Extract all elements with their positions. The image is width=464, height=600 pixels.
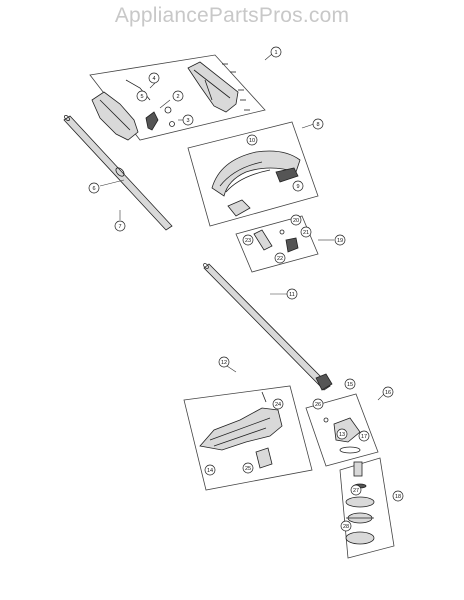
spool-housing — [345, 531, 375, 545]
guard-clamp — [227, 199, 251, 217]
coupler-sleeve — [253, 229, 273, 251]
handle-left-detail — [99, 99, 131, 131]
guard-group — [187, 121, 319, 227]
callout-6: 6 — [88, 182, 100, 194]
callout-bubbles: 1 4 5 2 3 6 7 8 10 9 20 21 22 23 19 11 1… — [88, 46, 404, 532]
callout-27: 27 — [350, 484, 362, 496]
callout-19: 19 — [334, 234, 346, 246]
trimmer-guard-rib — [209, 417, 271, 447]
upper-shaft-group — [63, 114, 173, 231]
callout-25: 25 — [242, 462, 254, 474]
spool-shaft-pin — [353, 461, 363, 477]
callout-3: 3 — [182, 114, 194, 126]
callout-23: 23 — [242, 234, 254, 246]
lower-shaft-top-end — [203, 263, 209, 269]
svg-text:15: 15 — [347, 382, 353, 388]
svg-text:18: 18 — [395, 494, 401, 500]
cutter-blade — [275, 167, 299, 183]
coupler-group — [235, 215, 319, 273]
callout-22: 22 — [274, 252, 286, 264]
callout-10: 10 — [246, 134, 258, 146]
guard-bracket-part — [255, 447, 273, 469]
svg-text:9: 9 — [296, 184, 299, 190]
callout-21: 21 — [300, 226, 312, 238]
svg-text:24: 24 — [275, 402, 281, 408]
callout-13: 13 — [336, 428, 348, 440]
handle-right-detail — [193, 69, 231, 101]
callout-11: 11 — [286, 288, 298, 300]
callout-18: 18 — [392, 490, 404, 502]
handle-right-half — [187, 61, 239, 113]
guard-rib — [219, 161, 271, 193]
callout-9: 9 — [292, 180, 304, 192]
svg-text:25: 25 — [245, 466, 251, 472]
svg-text:6: 6 — [92, 186, 95, 192]
callout-20: 20 — [290, 214, 302, 226]
callout-4: 4 — [148, 72, 160, 84]
callout-2: 2 — [172, 90, 184, 102]
callout-12: 12 — [218, 356, 230, 368]
svg-text:3: 3 — [186, 118, 189, 124]
svg-text:21: 21 — [303, 230, 309, 236]
callout-24: 24 — [272, 398, 284, 410]
shaft-bracket — [315, 373, 333, 391]
svg-text:17: 17 — [361, 434, 367, 440]
callout-15: 15 — [344, 378, 356, 390]
spring-part — [164, 106, 172, 114]
coupler-screw — [279, 229, 285, 235]
shaft-grip-collar — [115, 167, 125, 177]
svg-text:20: 20 — [293, 218, 299, 224]
svg-text:8: 8 — [316, 122, 319, 128]
trigger-part — [145, 111, 159, 131]
svg-text:23: 23 — [245, 238, 251, 244]
svg-text:2: 2 — [176, 94, 179, 100]
screw-set — [222, 63, 250, 111]
svg-text:12: 12 — [221, 360, 227, 366]
callout-16: 16 — [382, 386, 394, 398]
callout-14: 14 — [204, 464, 216, 476]
spool-cap — [345, 496, 375, 508]
svg-text:1: 1 — [274, 50, 277, 56]
svg-text:28: 28 — [343, 524, 349, 530]
lower-shaft — [203, 263, 331, 391]
svg-text:7: 7 — [118, 224, 121, 230]
washer-part — [169, 121, 175, 127]
callout-7: 7 — [114, 220, 126, 232]
gear-bolt — [323, 417, 329, 423]
svg-text:22: 22 — [277, 256, 283, 262]
svg-text:26: 26 — [315, 402, 321, 408]
lower-shaft-group — [203, 263, 333, 391]
coupler-panel — [235, 215, 319, 273]
callout-8: 8 — [312, 118, 324, 130]
guard-screw — [261, 391, 267, 403]
callout-5: 5 — [136, 90, 148, 102]
shaft-top-end — [64, 114, 70, 122]
svg-text:5: 5 — [140, 94, 143, 100]
svg-text:19: 19 — [337, 238, 343, 244]
callout-28: 28 — [340, 520, 352, 532]
svg-text:11: 11 — [289, 292, 295, 298]
svg-text:10: 10 — [249, 138, 255, 144]
trimmer-guard-group — [183, 385, 313, 491]
spool-head-group — [339, 457, 395, 559]
guard-panel — [187, 121, 319, 227]
svg-text:16: 16 — [385, 390, 391, 396]
callout-26: 26 — [312, 398, 324, 410]
coupler-knob — [285, 237, 299, 253]
svg-text:27: 27 — [353, 488, 359, 494]
callout-1: 1 — [270, 46, 282, 58]
watermark-text: AppliancePartsPros.com — [114, 4, 350, 27]
svg-text:4: 4 — [152, 76, 155, 82]
svg-text:14: 14 — [207, 468, 213, 474]
gear-head-plate — [339, 446, 361, 454]
callout-17: 17 — [358, 430, 370, 442]
svg-text:13: 13 — [339, 432, 345, 438]
upper-shaft — [63, 115, 173, 231]
